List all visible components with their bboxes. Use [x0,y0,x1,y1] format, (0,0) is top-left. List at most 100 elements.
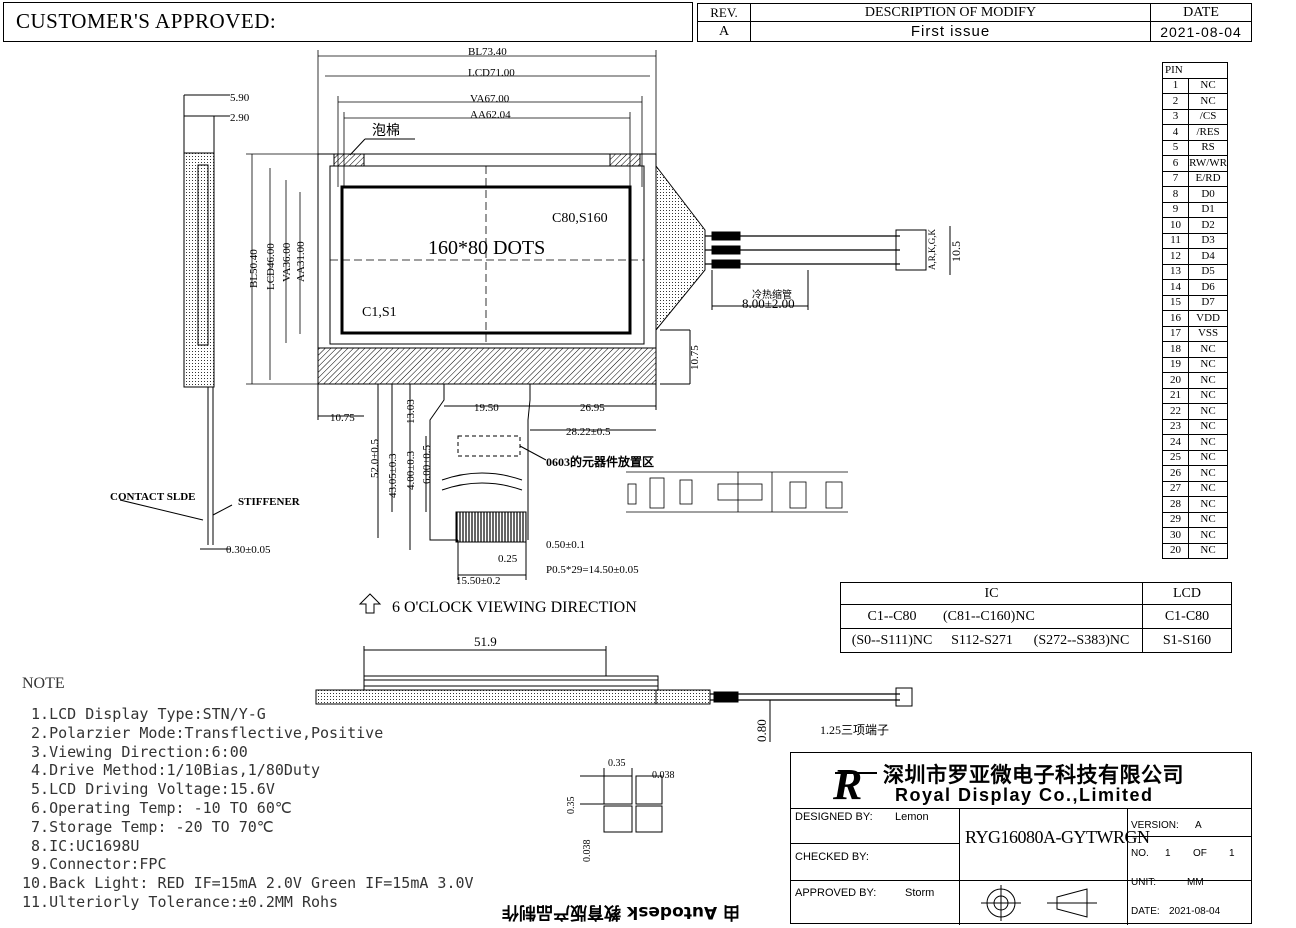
dim-aa-height: AA31.00 [295,241,307,282]
note-item: 10.Back Light: RED IF=15mA 2.0V Green IF… [22,874,474,893]
comp-area-label: 0603的元器件放置区 [546,454,654,469]
pin-number: 26 [1161,465,1190,482]
pin-row: 4/RES [1161,124,1228,141]
unit-value: MM [1187,877,1204,888]
designed-by: Lemon [895,811,929,823]
ic-r2-b: S112-S271 [943,628,1021,653]
dim-pad-035a: 0.35 [608,758,626,769]
dots-label: 160*80 DOTS [428,237,545,259]
checked-label: CHECKED BY: [795,851,869,863]
conn-pin-label: A,R,K,G,K [927,228,937,270]
pin-number: 15 [1161,294,1190,311]
pin-number: 22 [1161,403,1190,420]
dim-conn-width: 10.5 [949,241,963,262]
pin-function: NC [1188,542,1228,559]
pin-number: 3 [1161,108,1190,125]
corner-tr-label: C80,S160 [552,211,608,226]
dim-pad-035b: 0.35 [566,797,577,815]
pin-function: NC [1188,465,1228,482]
version-value: A [1195,820,1202,831]
part-number: RYG16080A-GYTWRGN [965,827,1150,847]
pin-function: NC [1188,77,1228,94]
side-view [119,94,233,550]
pin-function: RW/WR [1188,155,1228,172]
dim-view-area: 51.9 [474,634,497,649]
dim-fpc-width: 15.50±0.2 [456,575,501,587]
desc-value: First issue [750,21,1151,42]
watermark: 由 Autodesk 教育版产品制作 [502,902,741,922]
pin-row: 3/CS [1161,108,1228,125]
pin-number: 7 [1161,170,1190,187]
dim-fpc-thickness: 0.30±0.05 [226,544,271,556]
pin-number: 11 [1161,232,1190,249]
pin-function: NC [1188,403,1228,420]
dim-wire-length: 8.00±2.00 [742,296,795,311]
dim-aa-width: AA62.04 [470,109,511,121]
dim-fpc-left: 19.50 [474,402,499,414]
date-value: 2021-08-04 [1169,906,1221,917]
pin-function: E/RD [1188,170,1228,187]
dim-fpc-right: 26.95 [580,402,605,414]
designed-label: DESIGNED BY: [795,811,873,823]
date-value: 2021-08-04 [1150,21,1252,42]
pin-number: 19 [1161,356,1190,373]
dim-va-width: VA67.00 [470,93,510,105]
date-label: DATE: [1131,906,1160,917]
pin-function: NC [1188,341,1228,358]
pin-function: D6 [1188,279,1228,296]
pin-function: RS [1188,139,1228,156]
ic-r2-a: (S0--S111)NC [840,628,944,653]
pin-function: NC [1188,480,1228,497]
dim-fpc-len: 43.05±0.3 [387,453,399,498]
pin-number: 18 [1161,341,1190,358]
pad-detail [580,768,663,833]
pin-number: 9 [1161,201,1190,218]
viewing-arrow-icon [358,593,382,614]
ic-header: IC [840,582,1143,605]
dim-right-offset: 10.75 [689,345,701,370]
pin-number: 20 [1161,372,1190,389]
pin-number: 23 [1161,418,1190,435]
dim-fpc-comp: 6.00±0.5 [421,444,433,484]
dim-lcd-height: LCD46.00 [265,243,277,290]
pin-function: NC [1188,527,1228,544]
no-label: NO. [1131,848,1149,859]
dim-fpc-stiff: 4.00±0.3 [405,450,417,490]
lcd-header: LCD [1142,582,1232,605]
pin-number: 5 [1161,139,1190,156]
pin-function: D5 [1188,263,1228,280]
pin-number: 4 [1161,124,1190,141]
pin-number: 16 [1161,310,1190,327]
pin-function: NC [1188,387,1228,404]
note-item: 9.Connector:FPC [22,855,167,874]
pin-number: 10 [1161,217,1190,234]
note-item: 4.Drive Method:1/10Bias,1/80Duty [22,761,321,780]
pin-function: D1 [1188,201,1228,218]
lcd-r1: C1-C80 [1142,604,1232,629]
svg-text:R: R [832,760,862,805]
notes-title: NOTE [22,675,65,692]
note-item: 2.Polarzier Mode:Transflective,Positive [22,723,384,742]
note-item: 5.LCD Driving Voltage:15.6V [22,780,275,799]
bottom-side-view [315,646,913,742]
corner-bl-label: C1,S1 [362,305,397,320]
conn-type-label: 1.25三项端子 [820,723,889,737]
dim-pitch: P0.5*29=14.50±0.05 [546,564,639,576]
version-label: VERSION: [1131,820,1179,831]
pin-function: D0 [1188,186,1228,203]
unit-label: UNIT: [1131,877,1156,888]
